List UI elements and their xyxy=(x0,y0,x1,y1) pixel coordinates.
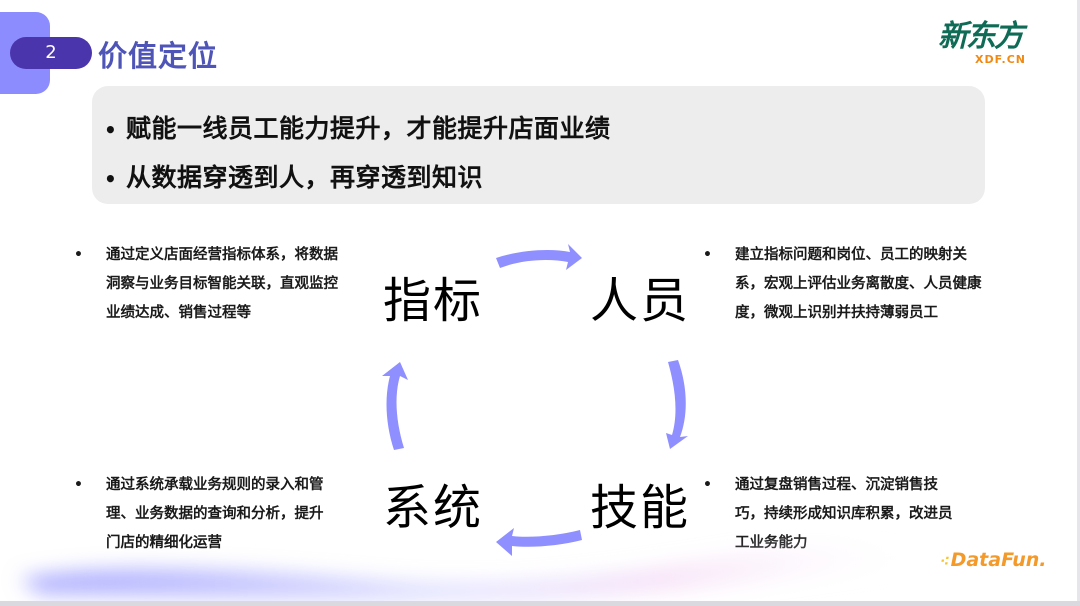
arrow-left-icon xyxy=(496,528,582,556)
node-skills: 技能 xyxy=(590,480,691,536)
bullet-icon: • xyxy=(104,167,118,191)
node-system: 系统 xyxy=(383,480,484,536)
description-metrics: • 通过定义店面经营指标体系，将数据洞察与业务目标智能关联，直观监控业绩达成、销… xyxy=(74,241,349,328)
cycle-diagram xyxy=(382,244,688,556)
bullet-icon: • xyxy=(74,247,83,263)
datafun-logo: ⁖DataFun. xyxy=(940,549,1047,571)
page-title: 价值定位 xyxy=(98,39,219,73)
arrow-down-icon xyxy=(666,360,688,449)
bullet-icon: • xyxy=(703,477,712,493)
frame-edge xyxy=(1077,0,1080,606)
description-system: • 通过系统承载业务规则的录入和管理、业务数据的查询和分析，提升门店的精细化运营 xyxy=(74,471,334,558)
xdf-logo: 新东方 XDF.CN xyxy=(938,22,1048,70)
bullet-icon: • xyxy=(74,477,83,493)
section-number-badge: 2 xyxy=(10,37,92,69)
frame-edge xyxy=(0,601,1080,606)
summary-item: •赋能一线员工能力提升，才能提升店面业绩 xyxy=(104,114,611,143)
bullet-icon: • xyxy=(104,118,118,142)
summary-item: •从数据穿透到人，再穿透到知识 xyxy=(104,163,484,192)
datafun-dots-icon: ⁖ xyxy=(940,554,950,570)
node-metrics: 指标 xyxy=(383,273,484,329)
bullet-icon: • xyxy=(703,247,712,263)
description-personnel: • 建立指标问题和岗位、员工的映射关系，宏观上评估业务离散度、人员健康度，微观上… xyxy=(703,241,988,328)
logo-en-text: XDF.CN xyxy=(975,53,1026,66)
node-personnel: 人员 xyxy=(590,273,691,329)
summary-box: •赋能一线员工能力提升，才能提升店面业绩 •从数据穿透到人，再穿透到知识 xyxy=(92,86,985,204)
logo-cn-text: 新东方 xyxy=(938,19,1024,54)
description-skills: • 通过复盘销售过程、沉淀销售技巧，持续形成知识库积累，改进员工业务能力 xyxy=(703,471,963,558)
arrow-right-icon xyxy=(496,244,582,270)
arrow-up-icon xyxy=(382,362,408,450)
